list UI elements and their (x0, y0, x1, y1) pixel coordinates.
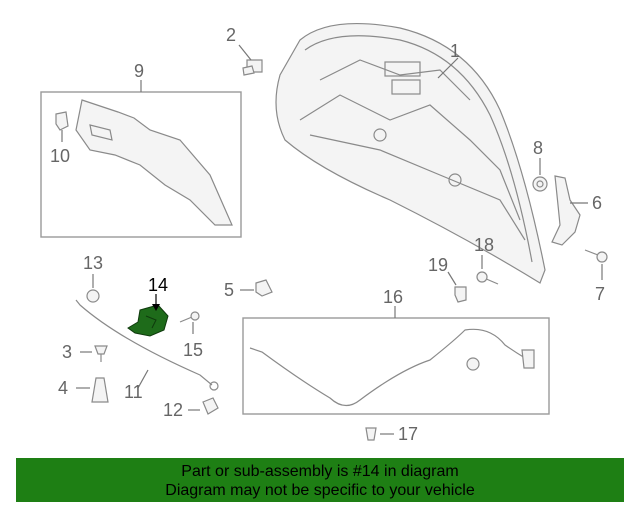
prop-rod-11: 11 (75, 299, 219, 402)
clip-17: 17 (365, 424, 418, 444)
callout-8: 8 (533, 138, 543, 158)
release-cable-16: 16 (242, 287, 550, 415)
callout-14: 14 (148, 275, 168, 295)
callout-16: 16 (383, 287, 403, 307)
callout-4: 4 (58, 378, 68, 398)
callout-19: 19 (428, 255, 448, 275)
callout-10: 10 (50, 146, 70, 166)
banner-line-2: Diagram may not be specific to your vehi… (165, 482, 475, 499)
bumper-19: 19 (428, 255, 467, 303)
clip-3: 3 (62, 342, 108, 362)
callout-1: 1 (450, 41, 460, 61)
bolt-2: 2 (226, 25, 263, 76)
holder-4: 4 (58, 377, 109, 403)
callout-2: 2 (226, 25, 236, 45)
banner-line-1: Part or sub-assembly is #14 in diagram (181, 463, 459, 480)
callout-5: 5 (224, 280, 234, 300)
callout-6: 6 (592, 193, 602, 213)
grommet-13: 13 (83, 253, 103, 303)
hinge-6: 6 (551, 175, 602, 246)
parts-diagram: 1 2 9 10 8 6 7 (40, 22, 608, 444)
callout-13: 13 (83, 253, 103, 273)
info-banner: Part or sub-assembly is #14 in diagram D… (16, 458, 624, 502)
hood-latch-14: 14 (127, 275, 169, 337)
clip-10: 10 (50, 111, 70, 166)
callout-15: 15 (183, 340, 203, 360)
callout-11: 11 (124, 382, 143, 402)
hood-latch-shape (127, 304, 169, 337)
bolt-7: 7 (584, 249, 608, 304)
bolt-18: 18 (474, 235, 499, 285)
bolt-15: 15 (179, 311, 203, 360)
bracket-5: 5 (224, 279, 273, 300)
nut-8: 8 (532, 138, 548, 192)
callout-17: 17 (398, 424, 418, 444)
callout-18: 18 (474, 235, 494, 255)
callout-9: 9 (134, 61, 144, 81)
hood-panel: 1 (275, 22, 546, 284)
clip-12: 12 (163, 397, 219, 420)
callout-3: 3 (62, 342, 72, 362)
insulator-9: 9 (40, 61, 242, 238)
callout-12: 12 (163, 400, 183, 420)
callout-7: 7 (595, 284, 605, 304)
